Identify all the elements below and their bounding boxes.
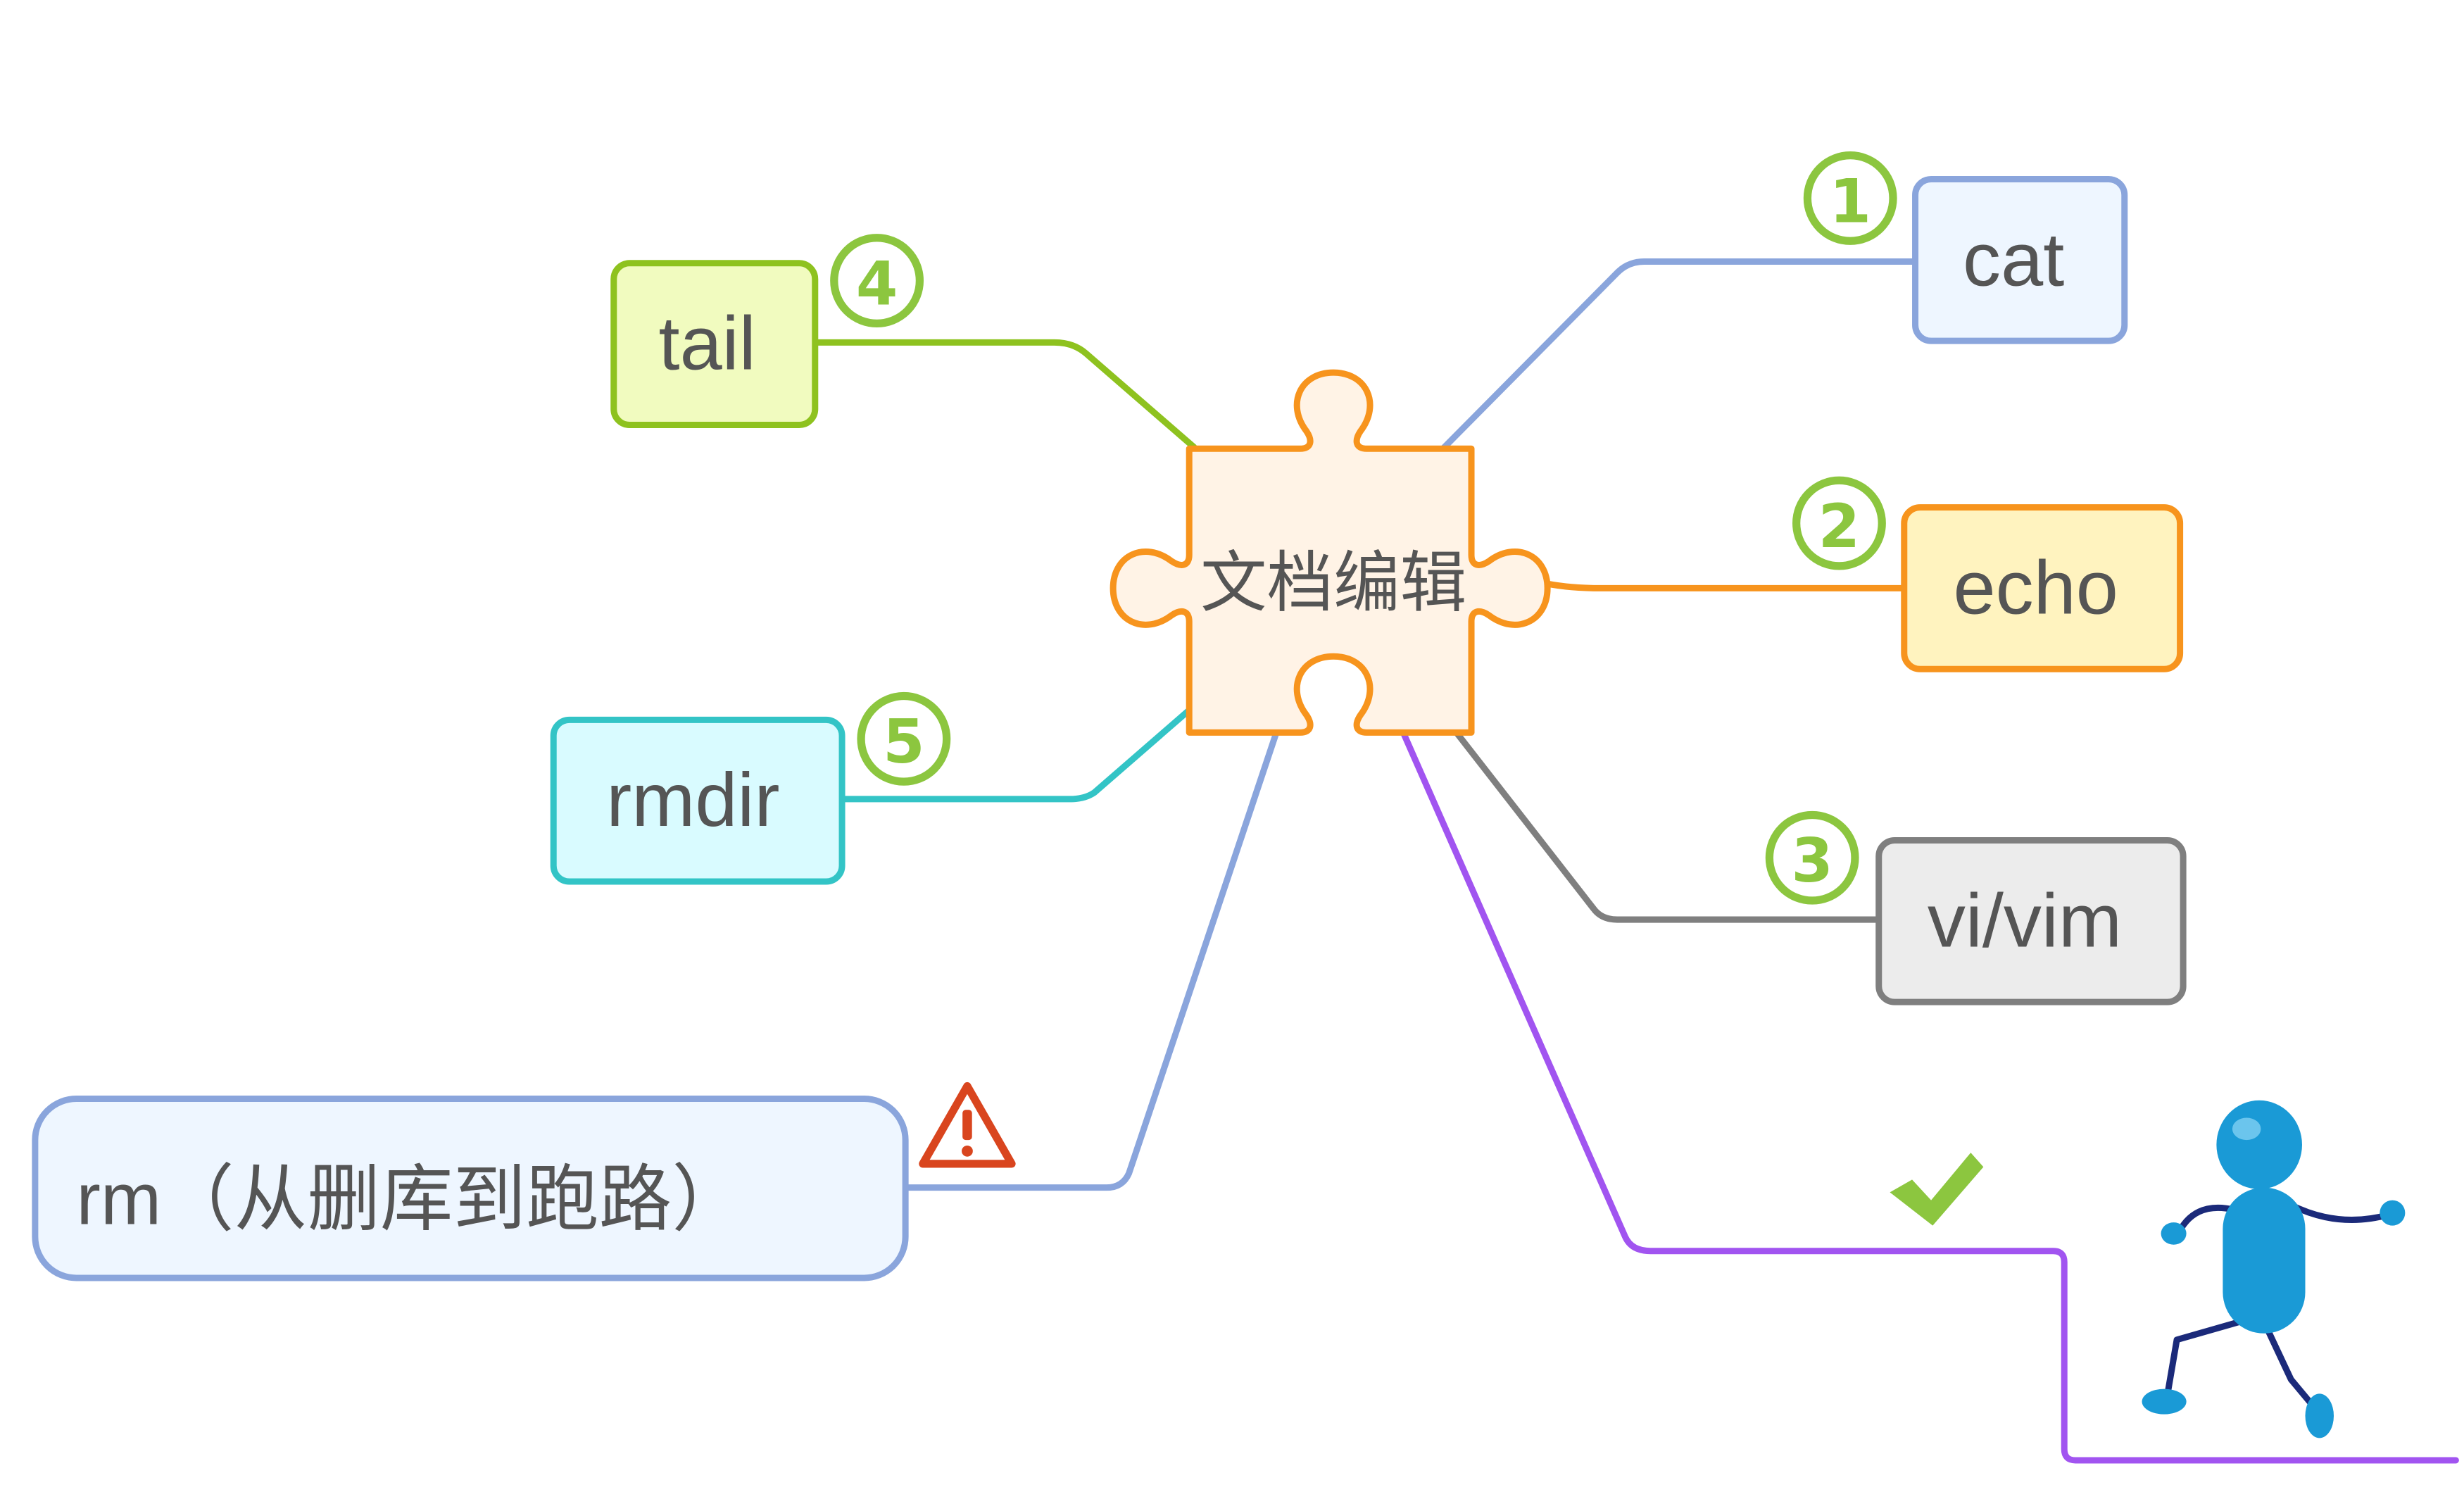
node-vim-label: vi/vim bbox=[1928, 877, 2122, 963]
node-rm[interactable]: rm（从删库到跑路） bbox=[32, 1096, 909, 1281]
priority-badge-3-number: 3 bbox=[1791, 827, 1833, 896]
priority-badge-4-number: 4 bbox=[856, 249, 898, 319]
node-rmdir-box bbox=[550, 716, 846, 885]
running-person-icon bbox=[2142, 1100, 2406, 1438]
node-vim-box bbox=[1875, 836, 2187, 1005]
checkmark-icon bbox=[1890, 1153, 1984, 1226]
node-tail-box bbox=[610, 260, 819, 428]
priority-badge-1-icon: 1 bbox=[1803, 151, 1897, 245]
node-vim[interactable]: vi/vim bbox=[1875, 836, 2187, 1005]
priority-badge-1-number: 1 bbox=[1829, 167, 1871, 237]
branch-lines bbox=[810, 258, 2459, 1464]
priority-badge-5-number: 5 bbox=[883, 708, 925, 777]
branch-line-echo bbox=[1542, 580, 1908, 591]
branch-line-runner bbox=[1400, 729, 2459, 1464]
node-rmdir-label: rmdir bbox=[606, 757, 779, 842]
node-tail-label: tail bbox=[659, 301, 756, 386]
warning-triangle-icon bbox=[919, 1081, 1016, 1168]
branch-line-rm bbox=[902, 729, 1280, 1191]
node-echo[interactable]: echo bbox=[1901, 504, 2184, 672]
branch-line-tail bbox=[810, 339, 1198, 451]
central-puzzle-node[interactable]: 文档编辑 bbox=[1110, 369, 1551, 736]
priority-badge-2-number: 2 bbox=[1818, 492, 1861, 562]
node-echo-box bbox=[1901, 504, 2184, 672]
priority-badge-2-icon: 2 bbox=[1792, 476, 1886, 570]
priority-badge-3-icon: 3 bbox=[1765, 810, 1859, 905]
branch-line-vim bbox=[1450, 726, 1882, 923]
node-tail[interactable]: tail bbox=[610, 260, 819, 428]
priority-badge-5-icon: 5 bbox=[857, 691, 951, 786]
node-rmdir[interactable]: rmdir bbox=[550, 716, 846, 885]
node-rm-box bbox=[32, 1096, 909, 1281]
node-echo-label: echo bbox=[1953, 544, 2118, 629]
branch-line-cat bbox=[1439, 258, 1919, 452]
branch-line-rmdir bbox=[837, 706, 1194, 803]
node-rm-label: rm（从删库到跑路） bbox=[76, 1158, 744, 1239]
central-topic-label: 文档编辑 bbox=[1200, 544, 1466, 622]
puzzle-piece-icon bbox=[1110, 369, 1551, 736]
node-cat-label: cat bbox=[1963, 216, 2064, 301]
priority-badge-4-icon: 4 bbox=[830, 234, 924, 328]
node-cat-box bbox=[1912, 175, 2128, 344]
node-cat[interactable]: cat bbox=[1912, 175, 2128, 344]
